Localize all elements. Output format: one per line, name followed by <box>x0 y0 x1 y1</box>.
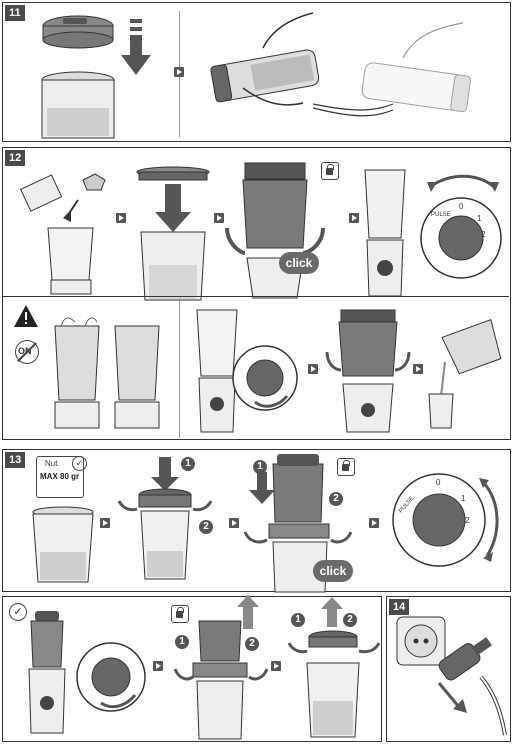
blender-dial-illustration <box>364 169 502 297</box>
panel-step-13-continued: ✓ 1 2 1 2 <box>2 595 382 742</box>
step-1-marker: 1 <box>291 613 305 627</box>
step-number-12: 12 <box>5 150 26 166</box>
next-step-arrow-icon <box>100 518 110 528</box>
next-step-arrow-icon <box>229 518 239 528</box>
next-step-arrow-icon <box>308 364 318 374</box>
row-separator <box>3 296 509 297</box>
check-icon: ✓ <box>9 603 27 621</box>
step-2-marker: 2 <box>343 613 357 627</box>
dial-0-label: 0 <box>436 478 441 487</box>
click-badge: click <box>279 252 319 274</box>
next-step-arrow-icon <box>271 661 281 671</box>
remove-blade-illustration <box>287 597 381 738</box>
click-badge: click <box>313 560 353 582</box>
next-step-arrow-icon <box>413 364 423 374</box>
lock-icon <box>321 162 339 180</box>
step-number-14: 14 <box>389 599 410 615</box>
lock-icon <box>337 458 355 476</box>
grinder-cup-illustration <box>32 506 94 583</box>
nut-max-card: Nut MAX 80 gr <box>36 456 84 498</box>
blender-start-illustration <box>196 309 298 433</box>
unlock-icon <box>171 605 189 623</box>
down-arrow-icon <box>121 19 151 75</box>
remove-grinder-illustration <box>173 595 269 740</box>
panel-step-14: 14 <box>386 596 511 742</box>
step-1-marker: 1 <box>175 635 189 649</box>
next-step-arrow-icon <box>349 213 359 223</box>
step-2-marker: 2 <box>245 637 259 651</box>
no-on-icon: ON <box>15 340 39 364</box>
warning-triangle-icon <box>14 305 38 327</box>
serve-drink-illustration <box>428 319 502 429</box>
dial-2-label: 2 <box>465 516 470 525</box>
divider <box>179 298 180 438</box>
shake-bottle-illustration <box>210 12 472 117</box>
pour-ingredients-illustration <box>19 173 106 295</box>
hot-liquid-warning-illustration <box>54 317 160 429</box>
next-step-arrow-icon <box>214 213 224 223</box>
step-number-11: 11 <box>5 5 25 21</box>
check-icon: ✓ <box>72 456 87 471</box>
dial-1-label: 1 <box>461 494 466 503</box>
mount-grinder-illustration <box>243 454 353 593</box>
panel-step-11: 11 <box>2 2 511 142</box>
speed-dial-illustration <box>392 473 499 567</box>
next-step-arrow-icon <box>116 213 126 223</box>
dial-0-label: 0 <box>459 202 464 211</box>
next-step-arrow-icon <box>153 661 163 671</box>
dial-1-label: 1 <box>477 214 482 223</box>
nut-label: Nut <box>45 459 58 468</box>
max-weight-label: MAX 80 gr <box>40 472 80 481</box>
lock-jug-illustration <box>225 162 325 299</box>
step-2-marker: 2 <box>199 520 213 534</box>
panel-step-13: 13 Nut MAX 80 gr ✓ 1 2 1 2 click <box>2 449 511 593</box>
step-1-marker: 1 <box>181 457 195 471</box>
travel-lid-illustration <box>41 15 115 139</box>
fit-blade-illustration <box>117 457 213 580</box>
remove-jug-illustration <box>325 309 411 433</box>
dial-2-label: 2 <box>481 230 486 239</box>
grinder-running-illustration <box>28 611 146 734</box>
step-2-marker: 2 <box>329 492 343 506</box>
unplug-illustration <box>396 616 507 736</box>
step-1-marker: 1 <box>253 460 267 474</box>
dial-pulse-label: PULSE <box>431 212 451 218</box>
next-step-arrow-icon <box>174 67 184 77</box>
fit-lid-illustration <box>136 166 210 301</box>
panel-step-12: 12 click PULSE <box>2 147 511 440</box>
step-number-13: 13 <box>5 452 26 468</box>
next-step-arrow-icon <box>369 518 379 528</box>
